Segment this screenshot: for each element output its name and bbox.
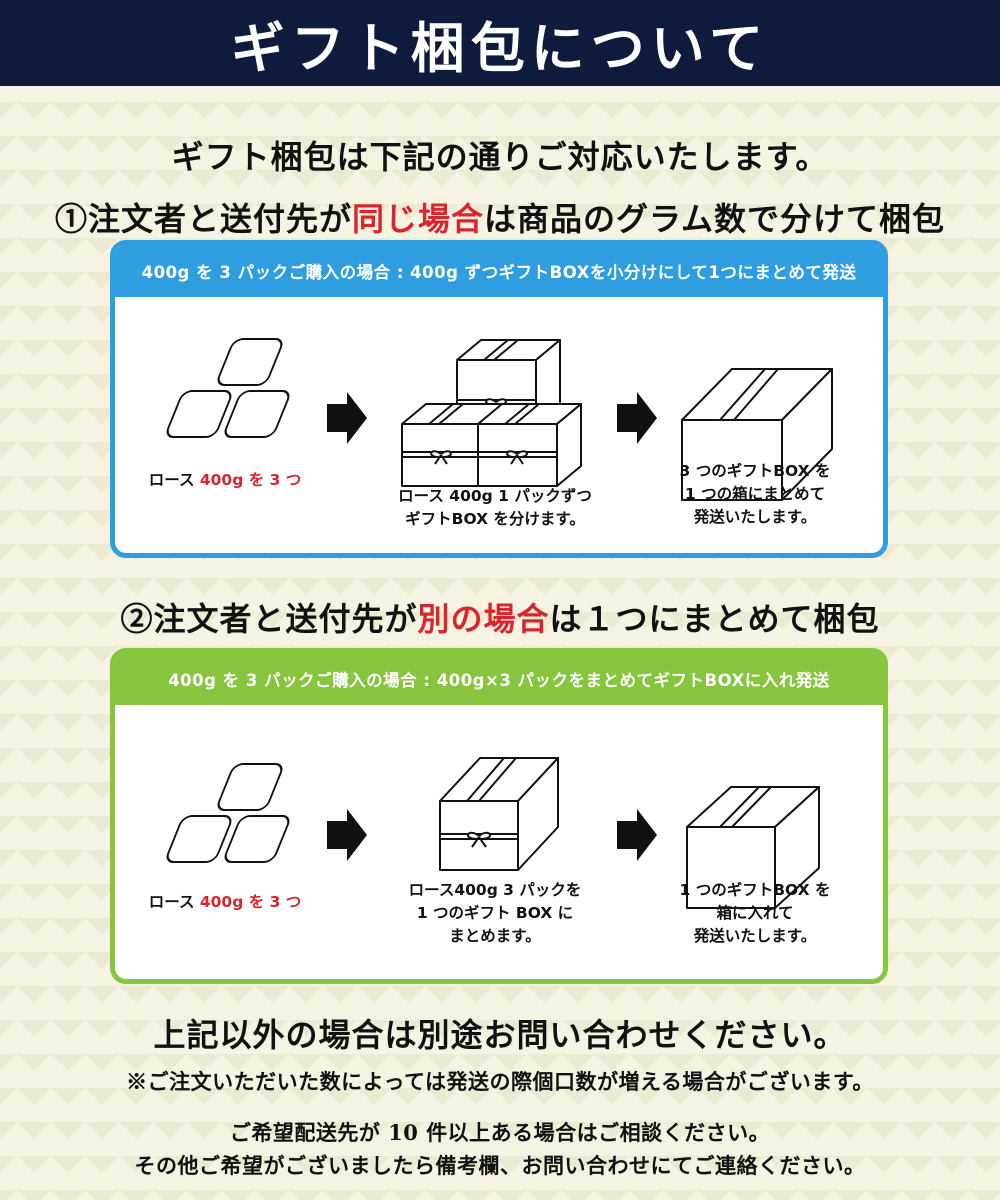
section1-step2-line1: ロース 400g 1 パックずつ <box>398 487 592 505</box>
gift-box-icon <box>439 757 559 871</box>
section1-step2-caption: ロース 400g 1 パックずつ ギフトBOX を分けます。 <box>385 485 605 531</box>
footer-main-text: 上記以外の場合は別途お問い合わせください。 <box>153 1016 847 1054</box>
section2-step2-line1: ロース400g 3 パックを <box>408 881 582 899</box>
page-title: ギフト梱包について <box>230 15 770 80</box>
section2-step2-line2: 1 つのギフト BOX に <box>416 904 574 922</box>
shipping-box-icon <box>686 786 820 909</box>
section2-title-highlight: 別の場合 <box>417 600 550 638</box>
section1-step3-line1: 3 つのギフトBOX を <box>679 462 831 480</box>
section2-panel-header: 400g を 3 パックご購入の場合 : 400g×3 パックをまとめてギフトB… <box>115 653 883 705</box>
section2-step2-caption: ロース400g 3 パックを 1 つのギフト BOX に まとめます。 <box>390 879 600 948</box>
arrow-right-icon <box>327 809 657 861</box>
section2-title-post: は１つにまとめて梱包 <box>549 600 880 638</box>
section1-step1-caption: ロース 400g を 3 つ <box>145 469 305 492</box>
section1-step2-line2: ギフトBOX を分けます。 <box>405 510 585 528</box>
arrow-right-icon <box>327 392 657 444</box>
section2-step3-caption: 1 つのギフトBOX を 箱に入れて 発送いたします。 <box>655 879 855 948</box>
shipping-box-icon <box>681 368 833 501</box>
footer-note-1: ※ご注文いただいた数によっては発送の際個口数が増える場合がございます。 <box>126 1069 874 1094</box>
section1-step3-line3: 発送いたします。 <box>693 508 817 526</box>
section2-step3-line2: 箱に入れて <box>716 904 794 922</box>
section1-title-pre: ①注文者と送付先が <box>54 200 352 238</box>
intro-text: ギフト梱包は下記の通りご対応いたします。 <box>171 138 829 176</box>
section2-step1-prefix: ロース <box>148 893 200 911</box>
section2-title: ②注文者と送付先が別の場合は１つにまとめて梱包 <box>0 594 1000 640</box>
section2-step3-line3: 発送いたします。 <box>693 927 817 945</box>
section2-title-pre: ②注文者と送付先が <box>120 600 418 638</box>
section2-step3-line1: 1 つのギフトBOX を <box>679 881 831 899</box>
section2-panel: 400g を 3 パックご購入の場合 : 400g×3 パックをまとめてギフトB… <box>110 648 888 984</box>
footer-note-3: その他ご希望がございましたら備考欄、お問い合わせにてご連絡ください。 <box>134 1153 866 1178</box>
section1-step1-prefix: ロース <box>148 471 200 489</box>
section1-title-post: は商品のグラム数で分けて梱包 <box>483 200 946 238</box>
section2-step1-caption: ロース 400g を 3 つ <box>145 891 305 914</box>
meat-pack-icon <box>166 338 290 438</box>
section1-title-highlight: 同じ場合 <box>351 200 484 238</box>
section2-step2-line3: まとめます。 <box>449 927 541 945</box>
section1-illustration <box>166 338 833 501</box>
gift-box-icon <box>401 339 582 487</box>
page-header: ギフト梱包について <box>0 0 1000 86</box>
section1-step1-qty: 400g を 3 つ <box>199 471 302 489</box>
section1-step3-caption: 3 つのギフトBOX を 1 つの箱にまとめて 発送いたします。 <box>655 460 855 529</box>
meat-pack-icon <box>166 763 290 863</box>
section1-step3-line2: 1 つの箱にまとめて <box>684 485 826 503</box>
section1-panel-header: 400g を 3 パックご購入の場合 : 400g ずつギフトBOXを小分けにし… <box>115 245 883 297</box>
section1-title: ①注文者と送付先が同じ場合は商品のグラム数で分けて梱包 <box>0 194 1000 240</box>
section1-panel: 400g を 3 パックご購入の場合 : 400g ずつギフトBOXを小分けにし… <box>110 240 888 558</box>
section2-illustration <box>166 757 820 909</box>
footer-note-2: ご希望配送先が 10 件以上ある場合はご相談ください。 <box>229 1120 771 1145</box>
section2-step1-qty: 400g を 3 つ <box>199 893 302 911</box>
